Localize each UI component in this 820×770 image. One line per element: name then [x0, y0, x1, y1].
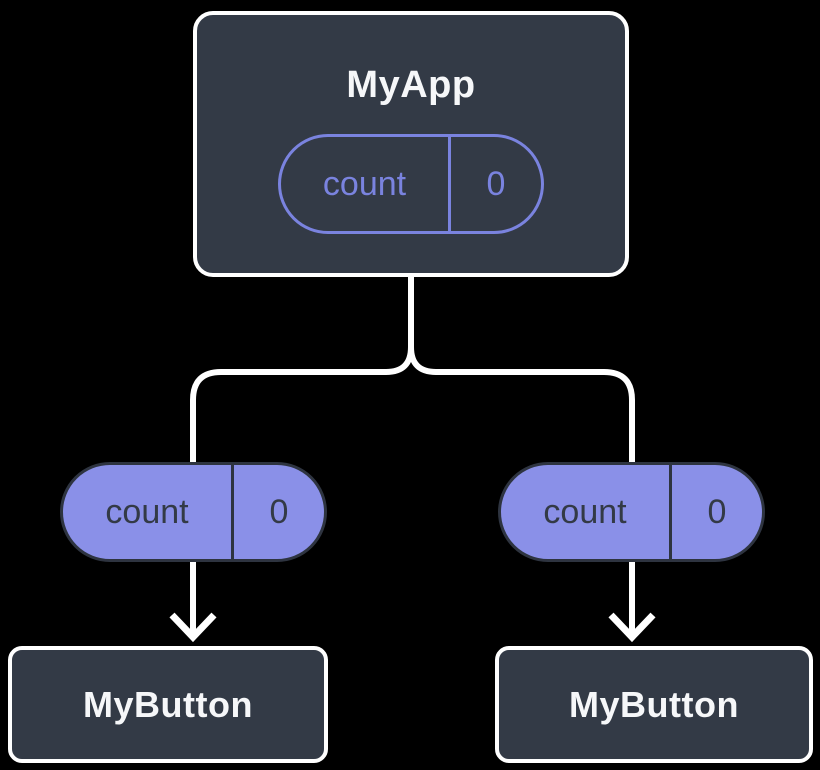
root-component-node: MyApp count 0: [193, 11, 629, 277]
prop-pill-left-value: 0: [231, 465, 324, 559]
child-component-node-right: MyButton: [495, 646, 813, 763]
prop-pill-right: count 0: [498, 462, 765, 562]
child-left-title: MyButton: [83, 683, 253, 725]
child-component-node-left: MyButton: [8, 646, 328, 763]
child-right-title: MyButton: [569, 683, 739, 725]
arrowhead-left: [169, 612, 217, 643]
arrowhead-right: [608, 612, 656, 643]
root-component-title: MyApp: [346, 64, 476, 106]
prop-pill-left-label: count: [105, 492, 189, 531]
root-state-label: count: [322, 164, 407, 203]
root-state-value: 0: [448, 137, 541, 231]
prop-pill-right-label: count: [543, 492, 627, 531]
edge-root-to-left-child: [190, 277, 414, 634]
prop-pill-left: count 0: [60, 462, 327, 562]
root-state-pill: count 0: [278, 134, 544, 234]
prop-pill-right-value: 0: [669, 465, 762, 559]
edge-root-to-right-child: [408, 277, 635, 634]
